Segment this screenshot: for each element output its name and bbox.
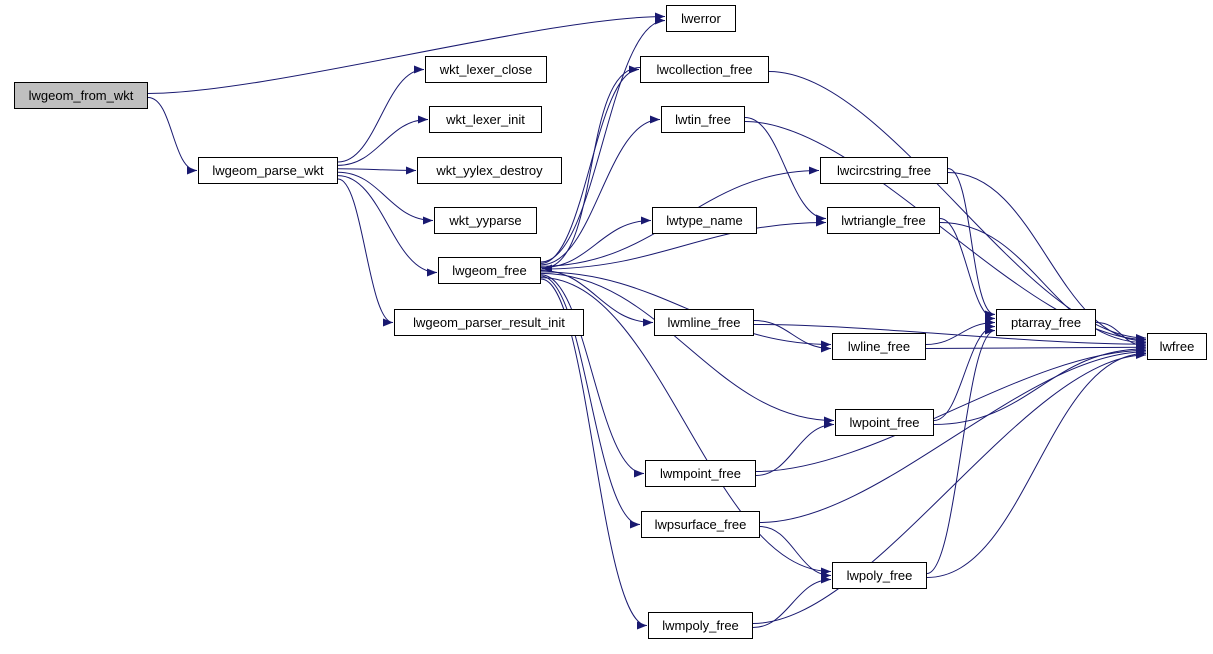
node-label: lwgeom_parser_result_init <box>413 315 565 330</box>
node-label: lwpoly_free <box>846 568 913 583</box>
node-lwcollection_free[interactable]: lwcollection_free <box>640 56 769 83</box>
node-lwgeom_free[interactable]: lwgeom_free <box>438 257 541 284</box>
node-lwfree[interactable]: lwfree <box>1147 333 1207 360</box>
node-label: ptarray_free <box>1010 315 1082 330</box>
node-label: lwcollection_free <box>656 62 753 77</box>
edge-lwgeom_parse_wkt-to-wkt_yylex_destroy <box>337 166 417 175</box>
edge-lwpsurface_free-to-lwpoly_free <box>759 526 832 580</box>
edge-lwtin_free-to-lwtriangle_free <box>744 117 827 223</box>
edge-lwtriangle_free-to-lwfree <box>939 222 1147 347</box>
node-label: lwmpoly_free <box>662 618 739 633</box>
node-lwgeom_parse_wkt[interactable]: lwgeom_parse_wkt <box>198 157 338 184</box>
node-wkt_lexer_init[interactable]: wkt_lexer_init <box>429 106 542 133</box>
node-lwgeom_parser_result_init[interactable]: lwgeom_parser_result_init <box>394 309 584 336</box>
edge-lwgeom_free-to-lwtriangle_free <box>540 218 827 270</box>
node-label: lwerror <box>681 11 721 26</box>
edge-lwgeom_parse_wkt-to-wkt_lexer_init <box>337 115 429 166</box>
edge-lwgeom_free-to-lwcollection_free <box>540 65 640 264</box>
node-label: lwline_free <box>847 339 911 354</box>
node-lwpoint_free[interactable]: lwpoint_free <box>835 409 934 436</box>
node-label: lwgeom_free <box>452 263 527 278</box>
node-lwpoly_free[interactable]: lwpoly_free <box>832 562 927 589</box>
node-wkt_yyparse[interactable]: wkt_yyparse <box>434 207 537 234</box>
edge-lwtriangle_free-to-ptarray_free <box>939 218 996 323</box>
node-label: lwfree <box>1159 339 1195 354</box>
node-wkt_yylex_destroy[interactable]: wkt_yylex_destroy <box>417 157 562 184</box>
edge-lwgeom_free-to-lwpoint_free <box>540 272 835 425</box>
node-label: lwpsurface_free <box>654 517 747 532</box>
node-lwmline_free[interactable]: lwmline_free <box>654 309 754 336</box>
edge-lwpoly_free-to-lwfree <box>926 349 1147 578</box>
node-lwmpoint_free[interactable]: lwmpoint_free <box>645 460 756 487</box>
edge-lwgeom_free-to-lwmpoly_free <box>540 278 648 630</box>
edge-lwgeom_parse_wkt-to-wkt_yyparse <box>337 171 434 225</box>
node-lwcircstring_free[interactable]: lwcircstring_free <box>820 157 948 184</box>
node-label: lwtype_name <box>666 213 743 228</box>
node-label: wkt_lexer_init <box>446 112 525 127</box>
edge-lwgeom_parse_wkt-to-lwgeom_free <box>337 175 438 277</box>
edge-lwgeom_free-to-lwpsurface_free <box>540 275 641 529</box>
node-label: wkt_yylex_destroy <box>436 163 543 178</box>
edge-lwmpoint_free-to-lwpoint_free <box>755 420 835 476</box>
edge-lwmpoint_free-to-lwfree <box>755 346 1147 472</box>
node-label: lwtin_free <box>675 112 731 127</box>
edge-lwcircstring_free-to-ptarray_free <box>947 168 996 319</box>
edge-lwgeom_free-to-lwtype_name <box>540 216 652 269</box>
node-label: lwcircstring_free <box>837 163 931 178</box>
edge-lwpsurface_free-to-lwfree <box>759 347 1147 523</box>
edge-lwcollection_free-to-lwfree <box>768 71 1147 342</box>
edge-lwcircstring_free-to-lwfree <box>947 172 1147 346</box>
node-lwgeom_from_wkt[interactable]: lwgeom_from_wkt <box>14 82 148 109</box>
edge-lwline_free-to-lwfree <box>925 343 1147 352</box>
edge-lwpoint_free-to-lwfree <box>933 344 1147 425</box>
node-label: lwmpoint_free <box>660 466 741 481</box>
edge-lwpoint_free-to-ptarray_free <box>933 322 996 421</box>
node-lwtriangle_free[interactable]: lwtriangle_free <box>827 207 940 234</box>
node-ptarray_free[interactable]: ptarray_free <box>996 309 1096 336</box>
node-lwerror[interactable]: lwerror <box>666 5 736 32</box>
node-label: lwmline_free <box>667 315 741 330</box>
edge-lwcollection_free-to-lwgeom_free <box>541 67 641 273</box>
edge-lwgeom_free-to-lwerror <box>540 16 666 263</box>
edge-lwgeom_free-to-lwmpoint_free <box>540 274 645 478</box>
edge-lwgeom_free-to-lwpoly_free <box>540 277 832 576</box>
node-label: lwpoint_free <box>849 415 920 430</box>
edge-lwgeom_parse_wkt-to-wkt_lexer_close <box>337 65 425 163</box>
node-wkt_lexer_close[interactable]: wkt_lexer_close <box>425 56 547 83</box>
edge-lwgeom_from_wkt-to-lwerror <box>147 12 666 94</box>
node-lwpsurface_free[interactable]: lwpsurface_free <box>641 511 760 538</box>
node-lwtin_free[interactable]: lwtin_free <box>661 106 745 133</box>
edge-lwmline_free-to-lwline_free <box>753 320 832 353</box>
node-lwmpoly_free[interactable]: lwmpoly_free <box>648 612 753 639</box>
edge-lwgeom_free-to-lwtin_free <box>540 115 661 266</box>
edge-lwgeom_free-to-lwline_free <box>540 271 832 349</box>
node-lwline_free[interactable]: lwline_free <box>832 333 926 360</box>
edge-lwmline_free-to-lwfree <box>753 324 1147 349</box>
node-lwtype_name[interactable]: lwtype_name <box>652 207 757 234</box>
edge-lwgeom_parse_wkt-to-lwgeom_parser_result_init <box>337 178 394 327</box>
edge-lwgeom_from_wkt-to-lwgeom_parse_wkt <box>147 97 198 175</box>
node-label: wkt_yyparse <box>449 213 522 228</box>
edge-lwmpoly_free-to-lwpoly_free <box>752 575 832 628</box>
edge-lwmpoly_free-to-lwfree <box>752 351 1147 624</box>
node-label: lwgeom_from_wkt <box>28 88 134 103</box>
node-label: lwgeom_parse_wkt <box>212 163 324 178</box>
node-label: lwtriangle_free <box>841 213 926 228</box>
edge-lwtin_free-to-lwfree <box>744 121 1147 344</box>
edge-lwpoly_free-to-ptarray_free <box>926 326 996 574</box>
node-label: wkt_lexer_close <box>439 62 533 77</box>
